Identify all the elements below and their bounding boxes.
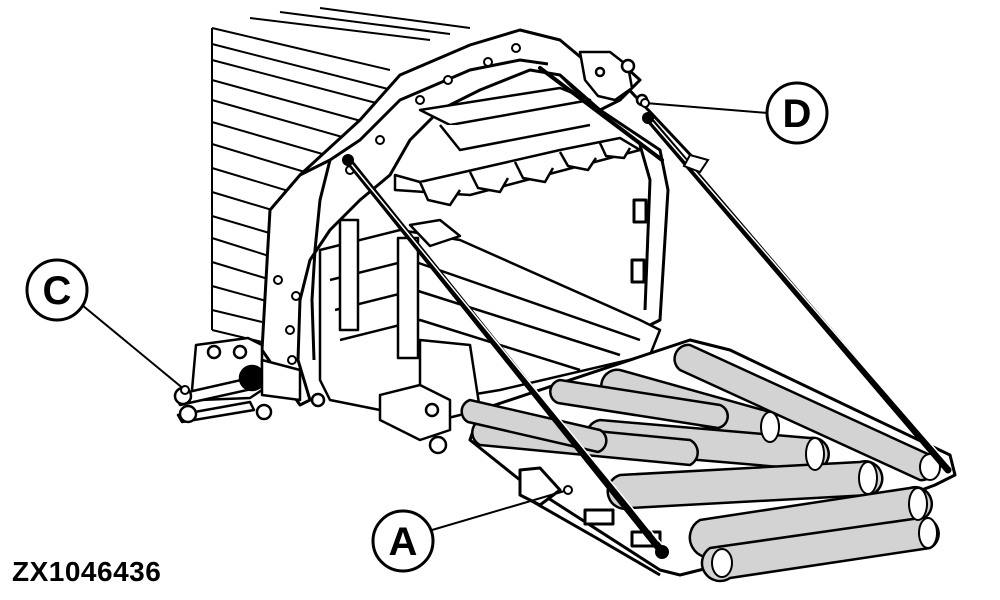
callout-c-circle [25, 258, 89, 322]
support-straps [344, 66, 952, 556]
callout-d: D [765, 81, 829, 145]
chamber-channel-ribs [393, 86, 642, 207]
leader-line-a [431, 489, 569, 531]
leader-line-c [81, 304, 186, 391]
frame-bolt-holes [273, 43, 521, 365]
leader-lines [81, 102, 769, 531]
callout-a-label: A [389, 520, 418, 564]
lever-handle-assembly [173, 336, 302, 424]
figure-id: ZX1046436 [12, 556, 162, 587]
pivot-bracket [578, 50, 649, 107]
strap-anchor-points [342, 112, 710, 559]
callout-d-circle [765, 81, 829, 145]
inner-door-frame [559, 73, 670, 332]
leader-line-d [644, 102, 769, 114]
callout-c-label: C [43, 269, 72, 313]
callout-a-circle [371, 509, 435, 573]
callout-d-label: D [783, 92, 812, 136]
callout-a: A [371, 509, 435, 573]
leader-dots [180, 98, 650, 495]
bale-chamber-floor [310, 218, 662, 455]
callout-c: C [25, 258, 89, 322]
